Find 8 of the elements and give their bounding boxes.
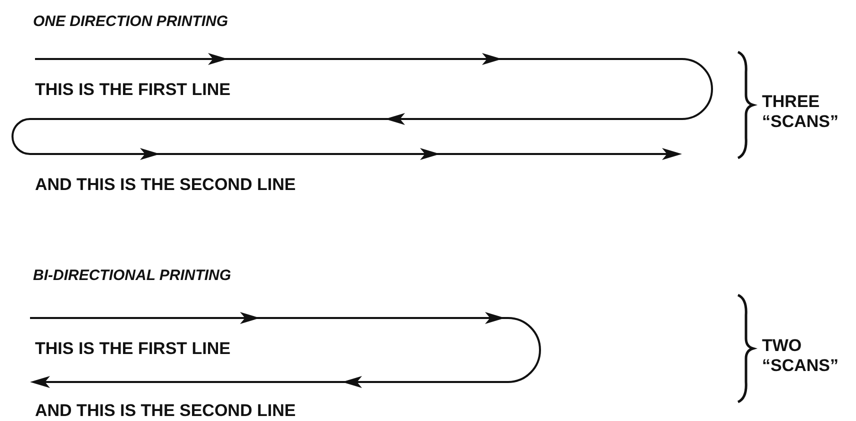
text-line: AND THIS IS THE SECOND LINE — [35, 175, 296, 195]
text-line: THIS IS THE FIRST LINE — [35, 339, 231, 359]
brace-label: THREE “SCANS” — [762, 92, 840, 132]
brace-label: TWO “SCANS” — [762, 336, 840, 376]
text-line: AND THIS IS THE SECOND LINE — [35, 401, 296, 421]
text-line: THIS IS THE FIRST LINE — [35, 80, 231, 100]
section-heading: BI-DIRECTIONAL PRINTING — [33, 266, 232, 286]
section-heading: ONE DIRECTION PRINTING — [33, 12, 228, 32]
